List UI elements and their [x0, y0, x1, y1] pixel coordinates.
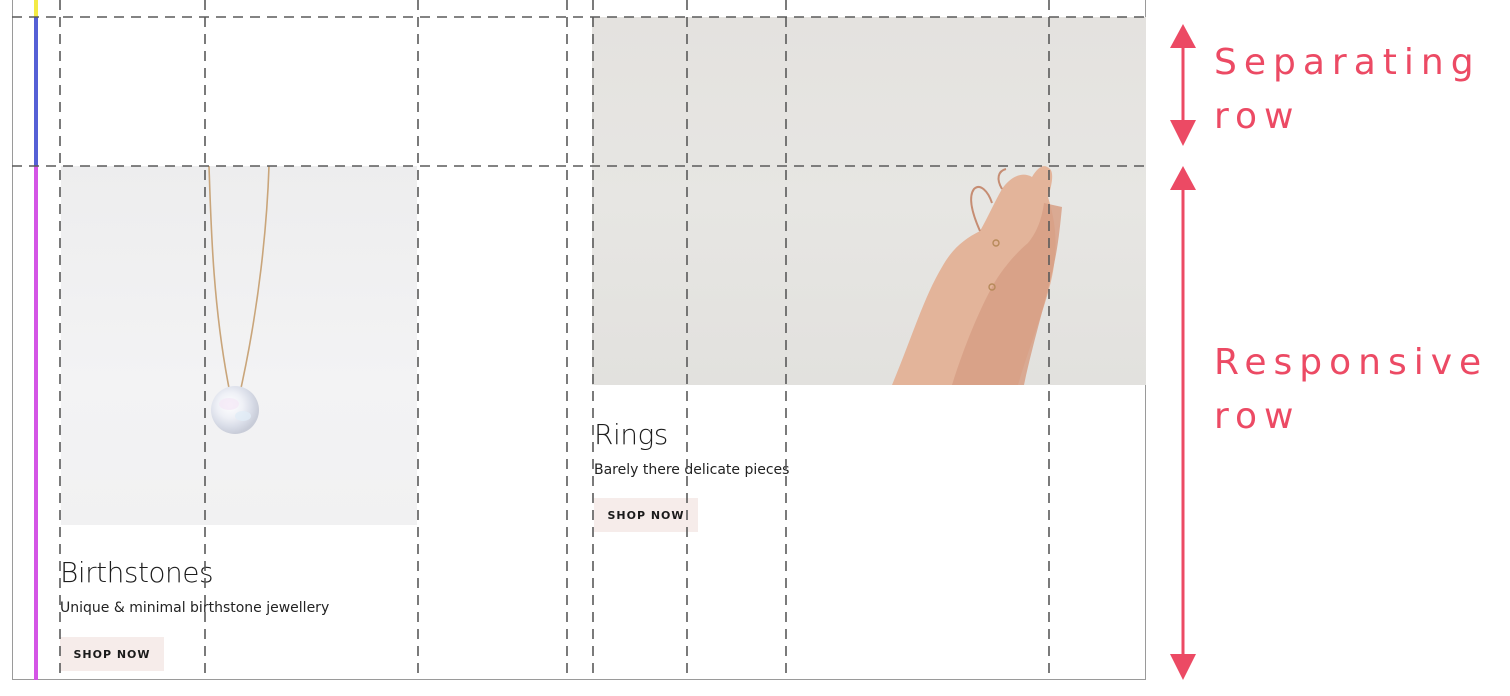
- accent-bar-separating-row: [34, 17, 38, 166]
- rings-shop-now-button[interactable]: SHOP NOW: [594, 498, 698, 532]
- necklace-illustration: [208, 166, 270, 434]
- birthstones-subtitle: Unique & minimal birthstone jewellery: [60, 600, 330, 616]
- accent-bar-top: [34, 0, 38, 17]
- row-annotation-arrows: [1170, 24, 1196, 680]
- birthstones-image[interactable]: [61, 166, 417, 525]
- hands-illustration: [892, 166, 1062, 385]
- arrow-down-icon: [1170, 654, 1196, 680]
- arrow-down-icon: [1170, 120, 1196, 146]
- rings-image[interactable]: [592, 17, 1146, 385]
- separating-row-label: Separating row: [1214, 42, 1481, 137]
- rings-subtitle: Barely there delicate pieces: [594, 462, 790, 478]
- birthstones-title: Birthstones: [60, 556, 214, 589]
- arrow-up-icon: [1170, 166, 1196, 190]
- accent-bar-responsive-row: [34, 166, 38, 680]
- birthstones-shop-now-button[interactable]: SHOP NOW: [60, 637, 164, 671]
- responsive-row-label: Responsive row: [1214, 342, 1489, 437]
- arrow-up-icon: [1170, 24, 1196, 48]
- rings-title: Rings: [594, 418, 668, 451]
